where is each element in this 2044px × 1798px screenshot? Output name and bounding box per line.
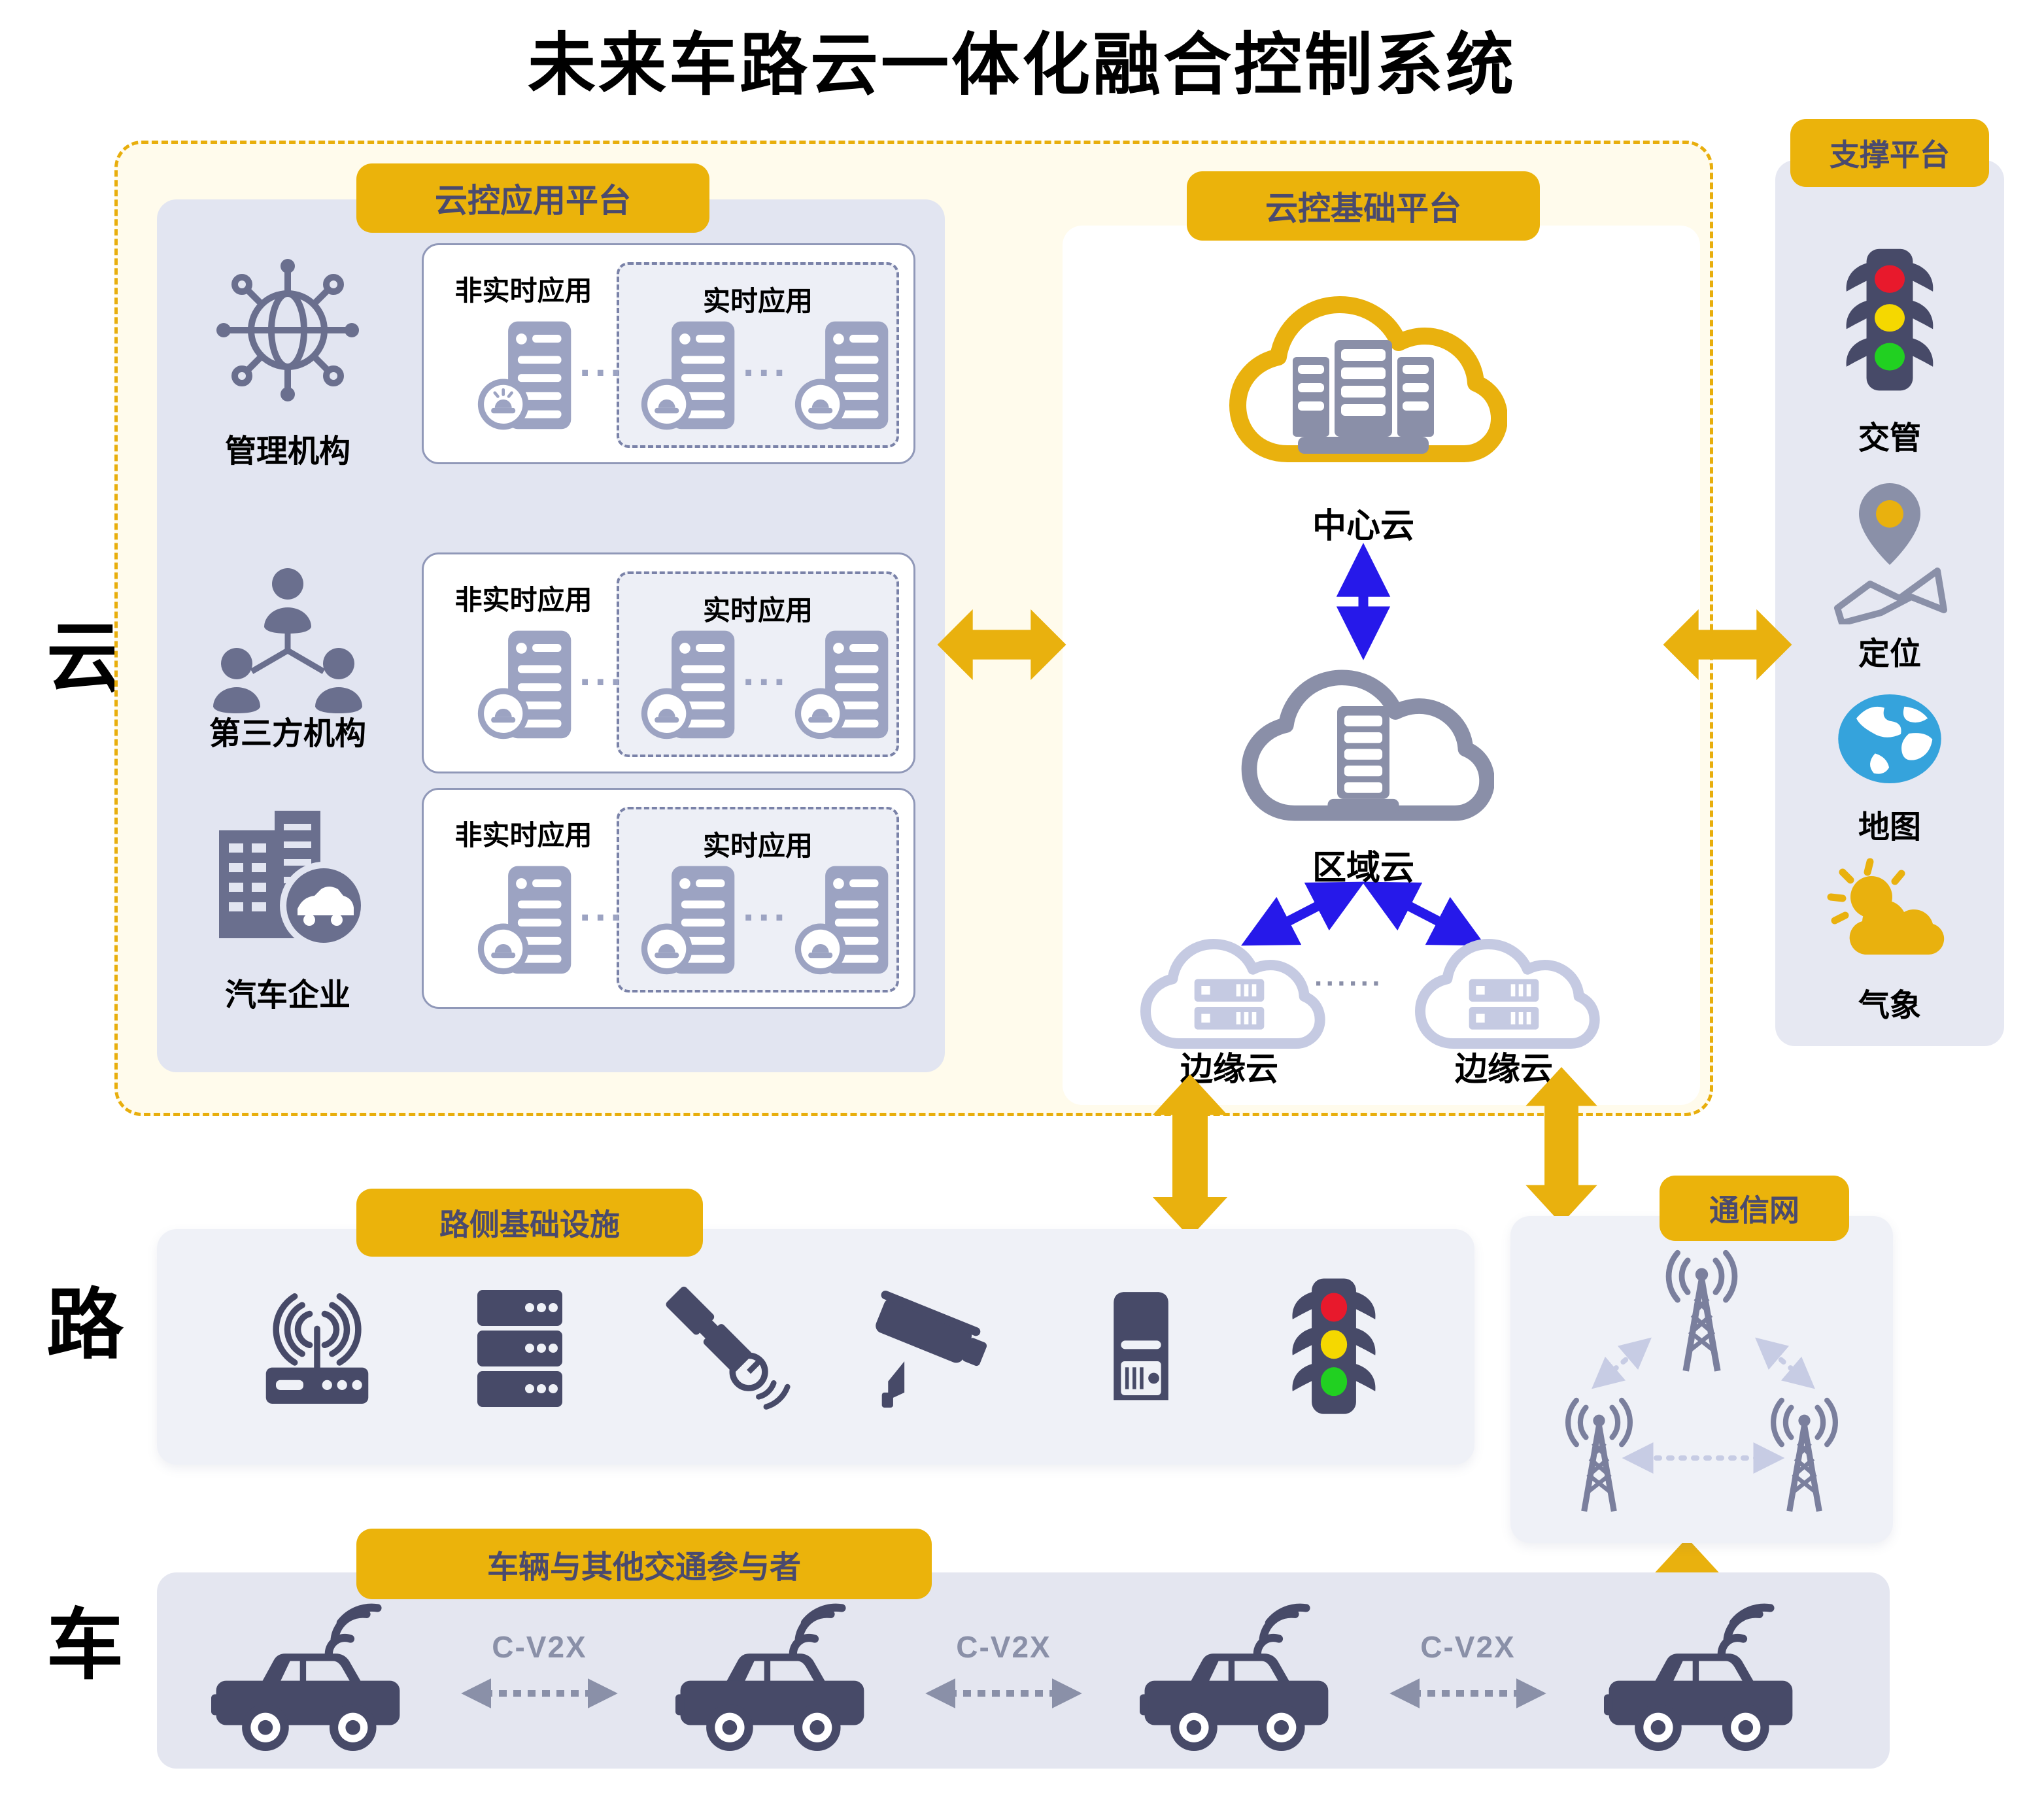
weather-icon	[1824, 857, 1955, 964]
comm-links	[1510, 1216, 1893, 1543]
roadside-badge: 路侧基础设施	[356, 1189, 703, 1257]
support-item-label: 气象	[1858, 989, 1921, 1023]
regional-cloud-icon	[1233, 654, 1494, 837]
siren-server-icon	[639, 863, 738, 984]
siren-server-icon	[476, 863, 574, 984]
side-label-road: 路	[46, 1282, 124, 1368]
non-rt-label: 非实时应用	[454, 820, 592, 851]
ellipsis: ···	[579, 350, 626, 396]
side-label-cloud: 云	[46, 615, 124, 702]
base-platform-badge: 云控基础平台	[1187, 171, 1540, 241]
org-label: 第三方机构	[209, 717, 366, 751]
support-item-label: 定位	[1858, 637, 1921, 671]
edge-cloud-label: 边缘云	[1455, 1051, 1553, 1087]
cvx-link-arrow	[1376, 1674, 1559, 1713]
ellipsis: ···	[579, 895, 626, 940]
rt-label: 实时应用	[702, 595, 813, 626]
satellite-icon	[654, 1278, 791, 1416]
support-item-label: 地图	[1858, 810, 1921, 845]
siren-server-icon	[793, 318, 891, 439]
siren-server-icon	[639, 628, 738, 749]
org-label: 汽车企业	[224, 978, 350, 1013]
siren-server-icon	[476, 628, 574, 749]
ellipsis: ···	[743, 350, 789, 396]
side-label-vehicle: 车	[46, 1603, 124, 1689]
arrow-app-base	[936, 603, 1067, 687]
siren-server-icon	[793, 863, 891, 984]
vehicles-panel	[157, 1572, 1890, 1769]
rsu-router-icon	[248, 1285, 386, 1412]
cell-tower-icon	[1648, 1249, 1756, 1376]
center-cloud-label: 中心云	[1312, 507, 1414, 545]
globe-network-icon	[209, 252, 366, 409]
app-box: 非实时应用 实时应用 ··· ···	[422, 243, 915, 464]
traffic-light-icon	[1834, 245, 1945, 396]
app-box: 非实时应用 实时应用 ··· ···	[422, 788, 915, 1009]
non-rt-label: 非实时应用	[454, 275, 592, 306]
ellipsis: ···	[579, 660, 626, 705]
edge-cloud-icon	[1406, 928, 1602, 1059]
cvx-link-arrow	[912, 1674, 1095, 1713]
cvx-link-arrow	[448, 1674, 631, 1713]
rt-label: 实时应用	[702, 286, 813, 316]
app-platform-badge: 云控应用平台	[356, 163, 709, 233]
blue-arrows	[1063, 226, 1700, 1105]
comm-network-badge: 通信网	[1660, 1176, 1849, 1241]
center-cloud-icon	[1219, 271, 1507, 487]
siren-server-icon	[793, 628, 891, 749]
support-platform-badge: 支撑平台	[1790, 119, 1989, 187]
non-rt-label: 非实时应用	[454, 585, 592, 615]
org-label: 管理机构	[224, 434, 350, 469]
edge-cloud-label: 边缘云	[1180, 1051, 1278, 1087]
cvx-label: C-V2X	[1420, 1630, 1516, 1664]
connected-car-icon	[1589, 1602, 1811, 1762]
ellipsis: ···	[743, 895, 789, 940]
people-network-icon	[196, 559, 379, 722]
arrow-cloud-comm	[1519, 1067, 1604, 1224]
cell-tower-icon	[1548, 1396, 1650, 1517]
edge-cloud-icon	[1131, 928, 1327, 1059]
arrow-cloud-road	[1148, 1074, 1233, 1238]
ellipsis: ···	[743, 660, 789, 705]
cvx-label: C-V2X	[956, 1630, 1051, 1664]
auto-enterprise-icon	[203, 794, 373, 955]
location-pin-map-icon	[1828, 474, 1952, 624]
cctv-camera-icon	[863, 1285, 1007, 1412]
cell-tower-icon	[1754, 1396, 1855, 1517]
connected-car-icon	[1125, 1602, 1347, 1762]
globe-map-icon	[1834, 683, 1945, 794]
vehicles-badge: 车辆与其他交通参与者	[356, 1529, 932, 1599]
page-title: 未来车路云一体化融合控制系统	[527, 27, 1516, 103]
edge-computer-icon	[1079, 1285, 1203, 1412]
connected-car-icon	[660, 1602, 883, 1762]
traffic-light-icon	[1278, 1275, 1389, 1419]
siren-server-icon	[476, 318, 574, 439]
connected-car-icon	[196, 1602, 418, 1762]
regional-cloud-label: 区域云	[1312, 849, 1414, 887]
edge-dots: ······	[1314, 968, 1384, 1000]
server-stack-icon	[458, 1285, 582, 1412]
cvx-label: C-V2X	[492, 1630, 587, 1664]
support-item-label: 交管	[1858, 421, 1921, 456]
rt-label: 实时应用	[702, 830, 813, 861]
siren-server-icon	[639, 318, 738, 439]
arrow-base-support	[1662, 603, 1793, 687]
app-box: 非实时应用 实时应用 ··· ···	[422, 552, 915, 773]
roadside-panel	[157, 1229, 1474, 1465]
